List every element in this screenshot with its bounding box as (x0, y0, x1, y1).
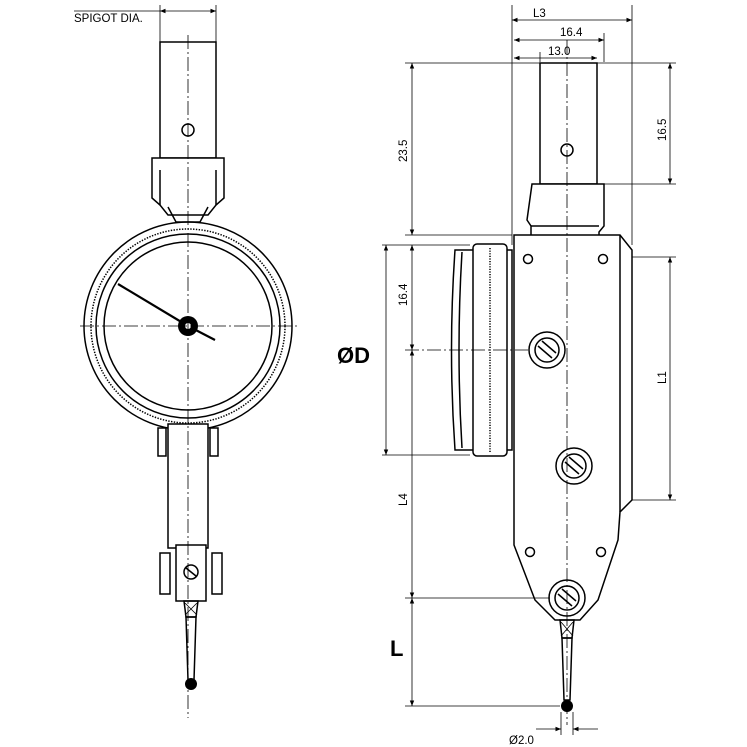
side-spigot (539, 62, 598, 185)
d13-0-label: 13.0 (548, 46, 570, 58)
front-lever-block (175, 544, 207, 602)
dial-needle (117, 283, 189, 327)
side-pin-2 (597, 253, 609, 265)
side-view: L3 16.4 13.0 23.5 16.5 (337, 5, 676, 747)
d16-4-side-label: 16.4 (398, 283, 410, 306)
od-label: ØD (337, 343, 370, 368)
l3-label: L3 (533, 8, 546, 20)
side-stylus (561, 637, 573, 701)
lever-side-clamps (159, 552, 223, 595)
side-pin-1 (522, 253, 534, 265)
l-label: L (390, 636, 403, 661)
side-pin-4 (595, 546, 607, 558)
d16-4-top-label: 16.4 (560, 27, 583, 39)
side-collar (526, 183, 605, 244)
front-stylus (185, 616, 197, 681)
side-body (513, 234, 633, 621)
front-view: SPIGOT DIA. (74, 5, 300, 718)
side-screw-lower-head (561, 453, 587, 479)
side-screw-upper-head (534, 337, 560, 363)
lever-screw (183, 564, 199, 580)
spigot-dia-label: SPIGOT DIA. (74, 13, 143, 25)
l4-label: L4 (398, 493, 410, 506)
front-collar (151, 157, 225, 216)
stylus-neck-cross (184, 602, 198, 616)
d16-5-label: 16.5 (657, 119, 669, 141)
side-screw-lever-slot (557, 588, 577, 607)
side-screw-upper-slot (537, 340, 557, 359)
l1-label: L1 (657, 371, 669, 384)
stylus-ball (185, 678, 197, 690)
side-pin-3 (524, 546, 536, 558)
collar-edges (159, 170, 217, 205)
tip-dia-label: Ø2.0 (509, 735, 534, 747)
d23-5-label: 23.5 (398, 140, 410, 162)
stem-side-screws (157, 427, 219, 457)
